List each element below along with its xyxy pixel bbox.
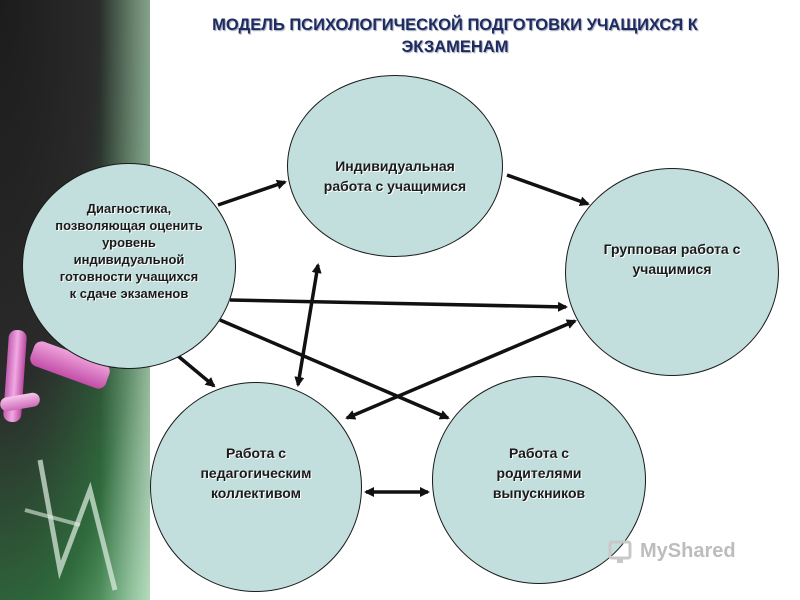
node-teachers-work-label: Работа с педагогическим коллективом [151, 443, 361, 503]
text-line: работа с учащимися [323, 178, 467, 194]
text-line: родителями [496, 465, 582, 481]
arrow-diagnostics-to-individual [217, 179, 287, 207]
arrow-diagnostics-to-group [229, 298, 568, 312]
text-line: Групповая работа с [603, 241, 741, 257]
node-diagnostics-label: Диагностика, позволяющая оценить уровень… [23, 200, 235, 302]
node-parents-work: Работа с родителями выпускников [432, 376, 646, 584]
text-line: позволяющая оценить [55, 218, 203, 233]
text-line: Работа с [508, 445, 570, 461]
myshared-logo-icon [608, 540, 632, 563]
text-line: выпускников [492, 485, 586, 501]
text-line: готовности учащихся [59, 269, 199, 284]
node-group-work-label: Групповая работа с учащимися [566, 239, 778, 279]
arrow-diagnostics-to-teachers [176, 354, 216, 388]
text-line: Диагностика, [86, 201, 172, 216]
title-line: ЭКЗАМЕНАМ [401, 38, 509, 56]
node-group-work: Групповая работа с учащимися [565, 168, 779, 376]
text-line: коллективом [210, 485, 302, 501]
arrow-group-teachers [345, 319, 577, 420]
node-individual-work: Индивидуальная работа с учащимися [287, 75, 503, 257]
watermark-text: MyShared [640, 539, 736, 562]
chalk-scribble [24, 459, 118, 591]
text-line: Индивидуальная [335, 158, 455, 174]
text-line: к сдаче экзаменов [69, 286, 189, 301]
text-line: уровень [102, 235, 156, 250]
text-line: индивидуальной [73, 252, 185, 267]
text-line: педагогическим [200, 465, 312, 481]
arrow-individual-to-group [506, 173, 590, 207]
node-diagnostics: Диагностика, позволяющая оценить уровень… [22, 163, 236, 369]
diagram-title: МОДЕЛЬ ПСИХОЛОГИЧЕСКОЙ ПОДГОТОВКИ УЧАЩИХ… [140, 14, 770, 58]
watermark: MyShared [608, 538, 736, 564]
node-parents-work-label: Работа с родителями выпускников [433, 443, 645, 503]
text-line: учащимися [632, 261, 712, 277]
node-individual-work-label: Индивидуальная работа с учащимися [288, 156, 502, 196]
node-teachers-work: Работа с педагогическим коллективом [150, 382, 362, 592]
text-line: Работа с [225, 445, 287, 461]
arrow-individual-teachers [294, 263, 322, 387]
title-line: МОДЕЛЬ ПСИХОЛОГИЧЕСКОЙ ПОДГОТОВКИ УЧАЩИХ… [212, 16, 698, 34]
